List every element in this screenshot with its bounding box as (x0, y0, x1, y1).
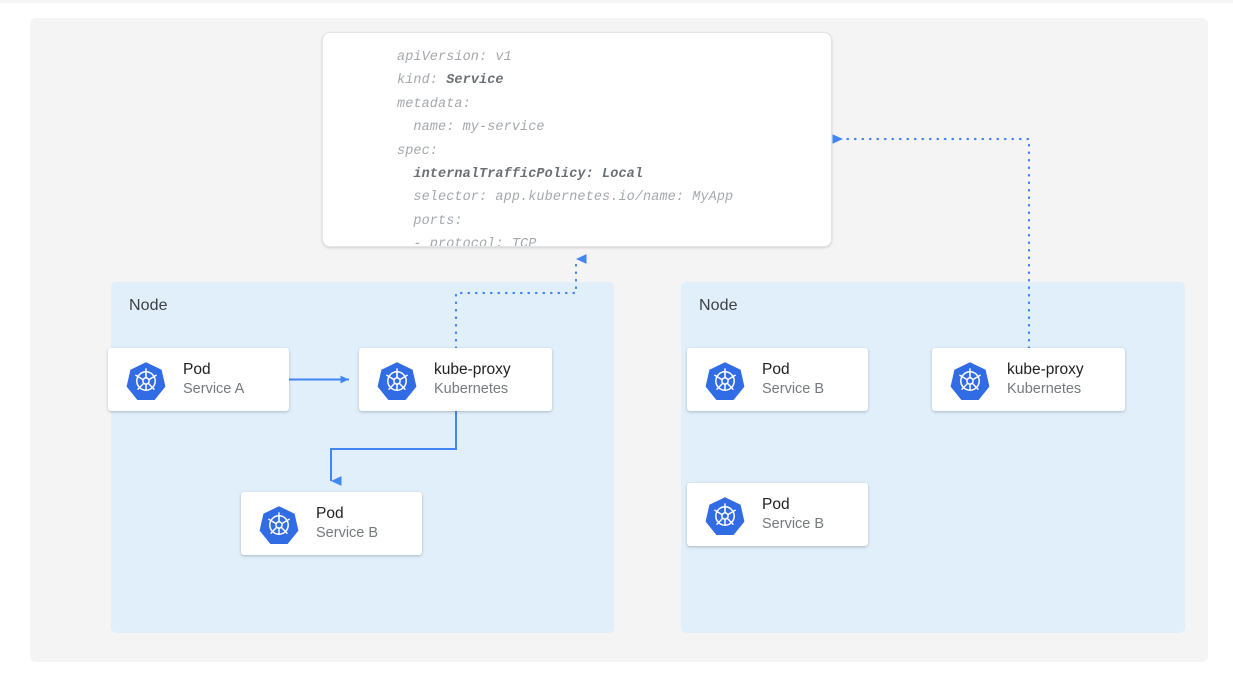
yaml-line-kind-prefix: kind: (397, 73, 447, 89)
yaml-line-protocol: - protocol: TCP (397, 237, 537, 247)
card-pod-service-b-right-top[interactable]: Pod Service B (687, 348, 868, 411)
yaml-line-kind-value: Service (446, 73, 504, 89)
yaml-line-itp-prefix (397, 167, 413, 182)
service-manifest-text: apiVersion: v1 kind: Service metadata: n… (397, 46, 734, 247)
card-labels: Pod Service B (762, 360, 824, 400)
card-pod-service-a[interactable]: Pod Service A (108, 348, 289, 411)
card-subtitle: Service A (183, 381, 245, 398)
kubernetes-icon (705, 495, 745, 535)
card-pod-service-b-right-bottom[interactable]: Pod Service B (687, 483, 868, 546)
yaml-line-ports: ports: (397, 213, 463, 229)
node-panel-left: Node (111, 282, 614, 633)
kubernetes-icon (126, 360, 166, 400)
kubernetes-icon (377, 360, 417, 400)
card-kube-proxy-left[interactable]: kube-proxy Kubernetes (359, 348, 552, 411)
card-title: kube-proxy (1007, 360, 1084, 378)
card-title: Pod (762, 495, 790, 513)
yaml-line-apiversion: apiVersion: v1 (397, 50, 512, 65)
card-labels: kube-proxy Kubernetes (434, 360, 511, 400)
card-title: Pod (762, 360, 790, 378)
node-label-left: Node (129, 297, 168, 314)
yaml-line-name: name: my-service (397, 120, 545, 136)
card-subtitle: Kubernetes (434, 381, 509, 398)
service-manifest-card: apiVersion: v1 kind: Service metadata: n… (322, 32, 832, 247)
kubernetes-icon (259, 504, 299, 544)
card-title: Pod (183, 360, 211, 378)
card-subtitle: Kubernetes (1007, 381, 1082, 398)
yaml-line-internaltrafficpolicy: internalTrafficPolicy: Local (413, 167, 644, 183)
card-subtitle: Service B (316, 525, 379, 542)
card-title: kube-proxy (434, 360, 511, 378)
node-label-right: Node (699, 297, 738, 314)
card-subtitle: Service B (762, 381, 825, 398)
card-title: Pod (316, 504, 344, 522)
card-subtitle: Service B (762, 516, 825, 533)
card-labels: Pod Service A (183, 360, 244, 400)
yaml-line-spec: spec: (397, 143, 439, 159)
kubernetes-icon (705, 360, 745, 400)
card-labels: Pod Service B (316, 504, 378, 544)
card-kube-proxy-right[interactable]: kube-proxy Kubernetes (932, 348, 1125, 411)
card-labels: kube-proxy Kubernetes (1007, 360, 1084, 400)
card-labels: Pod Service B (762, 495, 824, 535)
top-edge-strip (0, 0, 1233, 3)
kubernetes-icon (950, 360, 990, 400)
yaml-line-selector: selector: app.kubernetes.io/name: MyApp (397, 190, 734, 206)
card-pod-service-b-left[interactable]: Pod Service B (241, 492, 422, 555)
node-panel-right: Node (681, 282, 1185, 633)
yaml-line-metadata: metadata: (397, 96, 471, 112)
